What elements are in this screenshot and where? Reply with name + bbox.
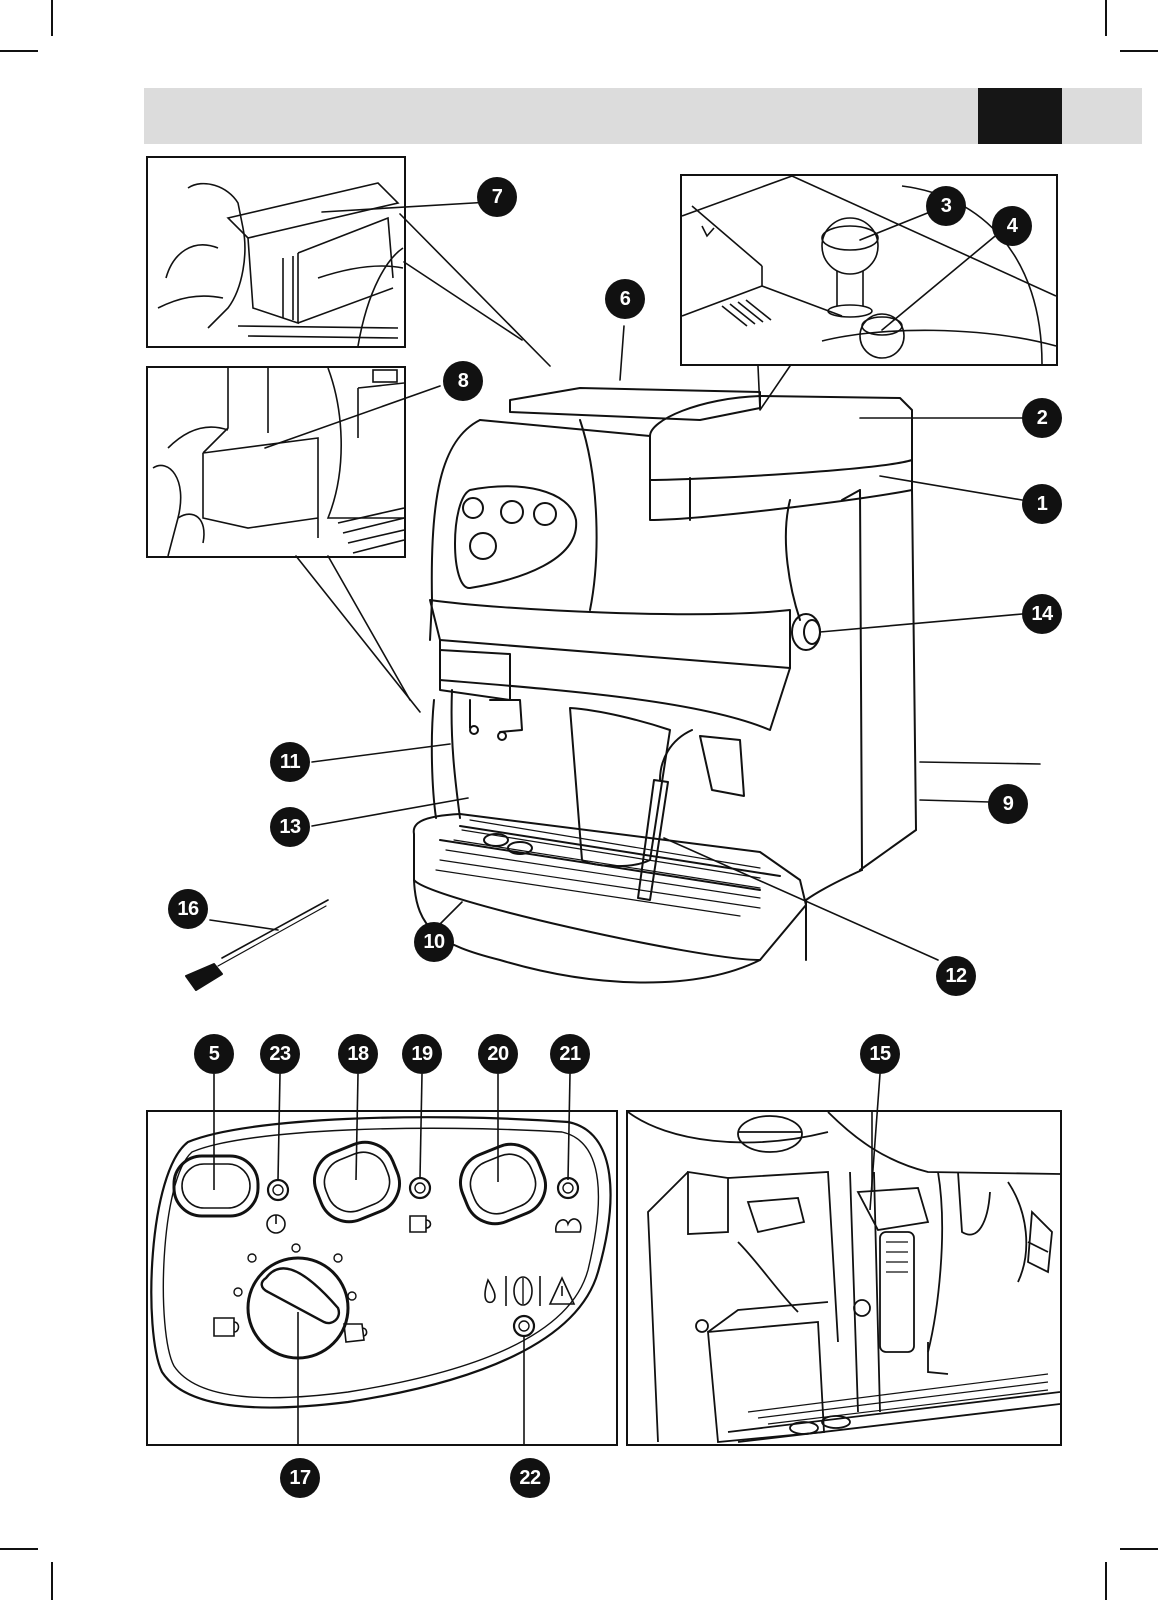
callout-18: 18 (338, 1034, 378, 1074)
callout-3: 3 (926, 186, 966, 226)
callout-17: 17 (280, 1458, 320, 1498)
callout-12: 12 (936, 956, 976, 996)
crop-mark-tl-h (0, 50, 38, 52)
callout-19: 19 (402, 1034, 442, 1074)
callout-15: 15 (860, 1034, 900, 1074)
header-page-tab (978, 88, 1062, 144)
callout-16: 16 (168, 889, 208, 929)
callout-11: 11 (270, 742, 310, 782)
callout-4: 4 (992, 206, 1032, 246)
callout-1: 1 (1022, 484, 1062, 524)
header-bar (144, 88, 1142, 144)
crop-mark-tr-v (1105, 0, 1107, 36)
callout-2: 2 (1022, 398, 1062, 438)
inset-grinder-adjust (680, 174, 1058, 366)
callout-13: 13 (270, 807, 310, 847)
crop-mark-bl-h (0, 1548, 38, 1550)
inset-control-panel (146, 1110, 618, 1446)
callout-22: 22 (510, 1458, 550, 1498)
crop-mark-tr-h (1120, 50, 1158, 52)
callout-14: 14 (1022, 594, 1062, 634)
callout-23: 23 (260, 1034, 300, 1074)
crop-mark-br-v (1105, 1562, 1107, 1600)
callout-9: 9 (988, 784, 1028, 824)
water-tank-illustration (157, 182, 404, 346)
callout-8: 8 (443, 361, 483, 401)
crop-mark-bl-v (51, 1562, 53, 1600)
callout-10: 10 (414, 922, 454, 962)
crop-mark-br-h (1120, 1548, 1158, 1550)
crop-mark-tl-v (51, 0, 53, 36)
callout-5: 5 (194, 1034, 234, 1074)
callout-6: 6 (605, 279, 645, 319)
callout-21: 21 (550, 1034, 590, 1074)
callout-7: 7 (477, 177, 517, 217)
control-panel-illustration (150, 1116, 612, 1444)
brewing-unit-illustration (628, 1112, 1060, 1443)
dregs-drawer-illustration (152, 368, 404, 556)
callout-20: 20 (478, 1034, 518, 1074)
inset-brewing-unit (626, 1110, 1062, 1446)
inset-water-tank (146, 156, 406, 348)
inset-dregs-drawer (146, 366, 406, 558)
